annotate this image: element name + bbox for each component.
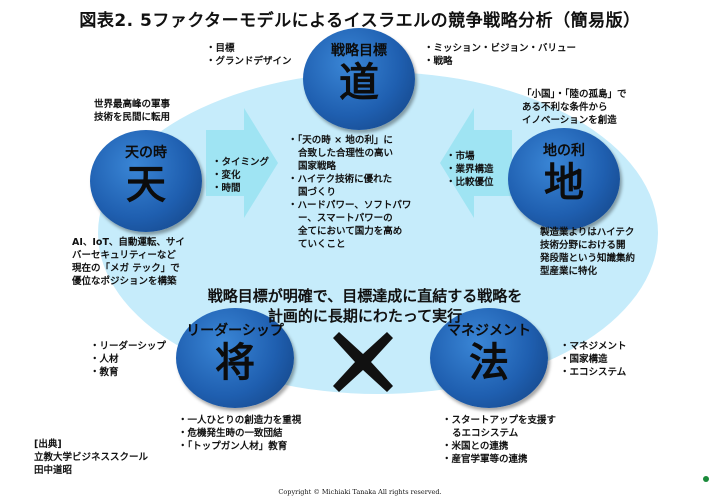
shou-label: リーダーシップ bbox=[186, 323, 284, 339]
note-line: イノベーションを創造 bbox=[522, 115, 617, 126]
note-line: 現在の「メガ テック」で bbox=[72, 263, 180, 274]
circle-michi: 戦略目標 道 bbox=[303, 28, 415, 130]
michi-right-list: ミッション・ビジョン・バリュー 戦略 bbox=[424, 42, 577, 68]
circle-hou: マネジメント 法 bbox=[430, 308, 548, 408]
chi-note-top: 「小国」・「陸の孤島」で ある不利な条件から イノベーションを創造 bbox=[522, 88, 627, 127]
list-item: 一人ひとりの創造力を重視 bbox=[178, 414, 302, 427]
note-line: バーセキュリティーなど bbox=[72, 250, 176, 261]
note-line: 技術分野における開 bbox=[540, 240, 626, 251]
center-line: ていくこと bbox=[298, 239, 346, 250]
list-item: 変化 bbox=[212, 169, 269, 182]
list-item: 市場 bbox=[446, 150, 494, 163]
green-dot-icon bbox=[703, 476, 709, 482]
center-line: ・ハードパワー、ソフトパワ bbox=[288, 200, 412, 211]
ten-kanji: 天 bbox=[126, 162, 166, 208]
center-line: 全てにおいて国力を高め bbox=[298, 226, 403, 237]
list-item: 目標 bbox=[206, 42, 292, 55]
hou-side-list: マネジメント 国家構造 エコシステム bbox=[560, 340, 627, 379]
hou-kanji: 法 bbox=[469, 340, 509, 386]
page-title: 図表2. 5ファクターモデルによるイスラエルの競争戦略分析（簡易版） bbox=[79, 11, 641, 31]
note-line: 発段階という知識集約 bbox=[540, 253, 636, 264]
list-item: 「トップガン人材」教育 bbox=[178, 440, 301, 453]
center-line: 国づくり bbox=[298, 187, 337, 198]
cross-icon bbox=[333, 332, 393, 392]
center-line: ・ハイテク技術に優れた bbox=[288, 174, 393, 185]
michi-left-list: 目標 グランドデザイン bbox=[206, 42, 292, 68]
note-line: 製造業よりはハイテク bbox=[540, 227, 635, 238]
right-arrow-list: 市場 業界構造 比較優位 bbox=[446, 150, 494, 189]
michi-label: 戦略目標 bbox=[331, 43, 387, 59]
statement-line: 計画的に長期にわたって実行 bbox=[267, 307, 463, 325]
chi-kanji: 地 bbox=[544, 160, 584, 206]
copyright-text: Copyright © Michiaki Tanaka All rights r… bbox=[278, 488, 442, 496]
hou-label: マネジメント bbox=[447, 323, 531, 339]
hou-bottom-list: ・スタートアップを支援す るエコシステム ・米国との連携 ・産官学軍等の連携 bbox=[442, 414, 556, 466]
ten-note-top: 世界最高峰の軍事 技術を民間に転用 bbox=[94, 98, 170, 124]
source-credit: [出典] 立教大学ビジネススクール 田中道昭 bbox=[34, 438, 148, 477]
list-item: ・米国との連携 bbox=[442, 441, 509, 452]
main-statement: 戦略目標が明確で、目標達成に直結する戦略を 計画的に長期にわたって実行 bbox=[150, 286, 580, 326]
list-item: 教育 bbox=[90, 366, 166, 379]
statement-line: 戦略目標が明確で、目標達成に直結する戦略を bbox=[207, 287, 523, 305]
list-item: 人材 bbox=[90, 353, 166, 366]
ten-label: 天の時 bbox=[125, 145, 167, 161]
note-line: 世界最高峰の軍事 bbox=[94, 99, 171, 110]
list-item: 国家構造 bbox=[560, 353, 627, 366]
list-item: るエコシステム bbox=[452, 428, 519, 439]
list-item: エコシステム bbox=[560, 366, 627, 379]
note-line: ある不利な条件から bbox=[522, 102, 608, 113]
source-line: [出典] bbox=[34, 439, 62, 450]
list-item: 業界構造 bbox=[446, 163, 494, 176]
note-line: 「小国」・「陸の孤島」で bbox=[522, 89, 627, 100]
list-item: リーダーシップ bbox=[90, 340, 166, 353]
list-item: ・スタートアップを支援す bbox=[442, 415, 557, 426]
list-item: 危機発生時の一致団結 bbox=[178, 427, 301, 440]
shou-side-list: リーダーシップ 人材 教育 bbox=[90, 340, 166, 379]
list-item: グランドデザイン bbox=[206, 55, 292, 68]
list-item: ・産官学軍等の連携 bbox=[442, 454, 528, 465]
list-item: 比較優位 bbox=[446, 176, 494, 189]
chi-label: 地の利 bbox=[543, 143, 585, 159]
note-line: AI、IoT、自動運転、サイ bbox=[72, 237, 185, 248]
center-line: 合致した合理性の高い bbox=[298, 148, 394, 159]
list-item: マネジメント bbox=[560, 340, 627, 353]
center-line: ・「天の時 × 地の利」に bbox=[288, 135, 393, 146]
chi-note-bottom: 製造業よりはハイテク 技術分野における開 発段階という知識集約 型産業に特化 bbox=[540, 226, 635, 278]
shou-bottom-list: 一人ひとりの創造力を重視 危機発生時の一致団結 「トップガン人材」教育 bbox=[178, 414, 302, 453]
note-line: 技術を民間に転用 bbox=[94, 112, 171, 123]
list-item: タイミング bbox=[212, 156, 270, 169]
list-item: 戦略 bbox=[424, 55, 576, 68]
center-strategy-text: ・「天の時 × 地の利」に 合致した合理性の高い 国家戦略 ・ハイテク技術に優れ… bbox=[288, 134, 438, 251]
list-item: 時間 bbox=[212, 182, 269, 195]
source-line: 田中道昭 bbox=[34, 465, 73, 476]
ten-note-bottom: AI、IoT、自動運転、サイ バーセキュリティーなど 現在の「メガ テック」で … bbox=[72, 236, 185, 288]
circle-ten: 天の時 天 bbox=[90, 130, 202, 232]
center-line: 国家戦略 bbox=[298, 161, 337, 172]
list-item: ミッション・ビジョン・バリュー bbox=[424, 42, 577, 55]
circle-shou: リーダーシップ 将 bbox=[176, 308, 294, 408]
center-line: ー、スマートパワーの bbox=[298, 213, 393, 224]
michi-kanji: 道 bbox=[339, 60, 379, 106]
shou-kanji: 将 bbox=[215, 340, 255, 386]
circle-chi: 地の利 地 bbox=[508, 128, 620, 230]
left-arrow-list: タイミング 変化 時間 bbox=[212, 156, 270, 195]
source-line: 立教大学ビジネススクール bbox=[34, 452, 149, 463]
note-line: 型産業に特化 bbox=[540, 266, 598, 277]
note-line: 優位なポジションを構築 bbox=[72, 276, 177, 287]
